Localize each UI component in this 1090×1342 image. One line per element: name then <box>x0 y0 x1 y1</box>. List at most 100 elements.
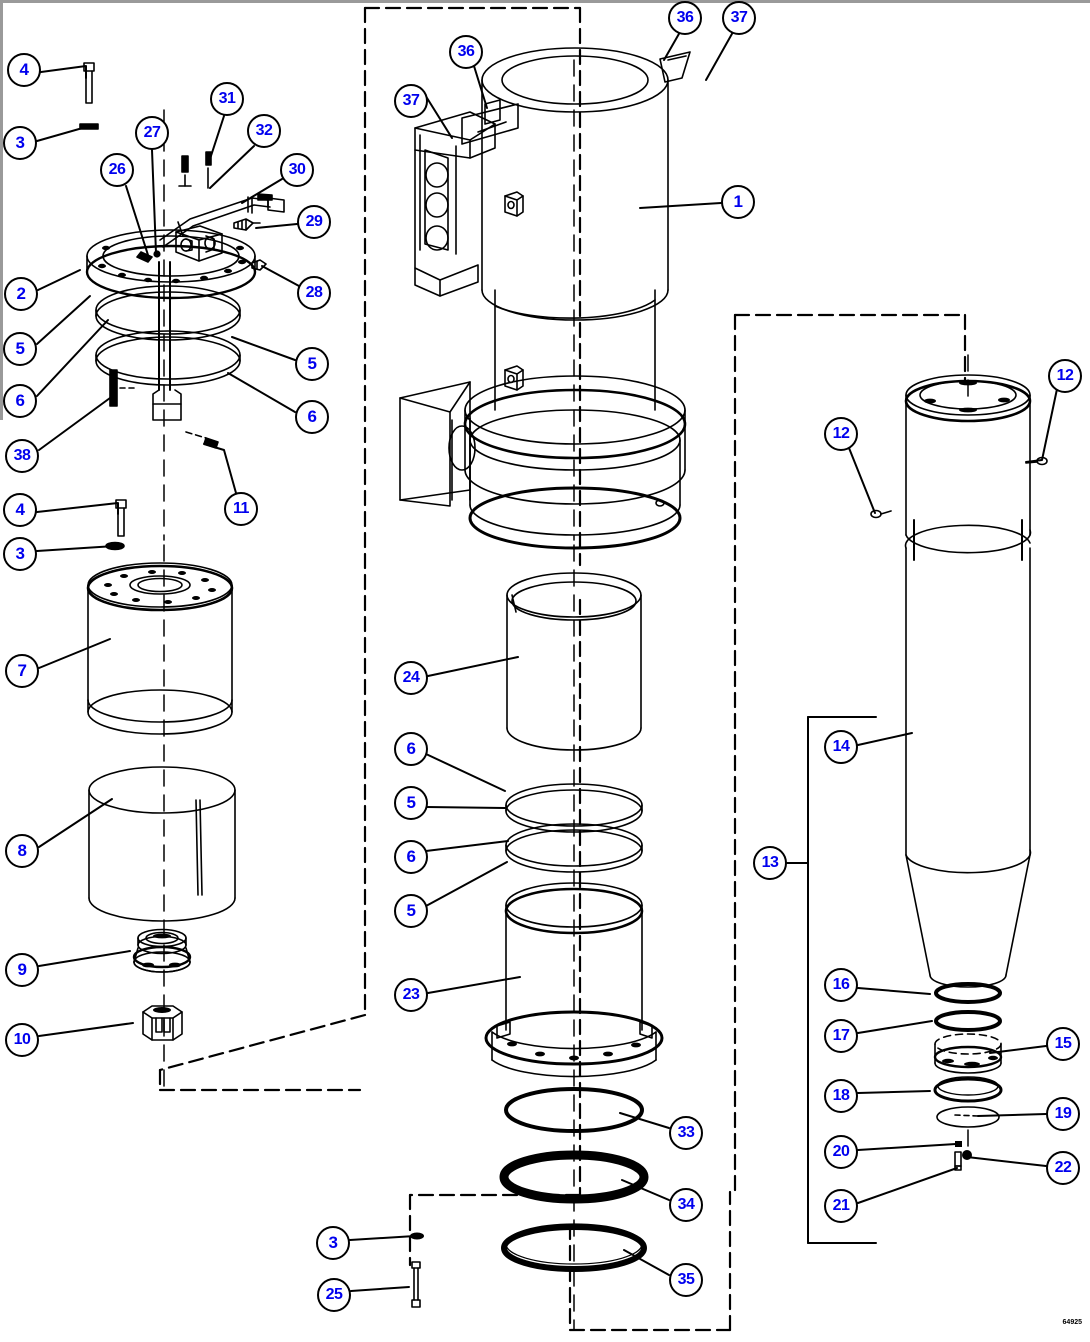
callout-6[interactable]: 6 <box>394 840 428 874</box>
callout-35[interactable]: 35 <box>669 1263 703 1297</box>
leader-5 <box>425 861 508 907</box>
part-12-plug-left <box>870 509 892 519</box>
leader-1 <box>639 202 722 209</box>
callout-24[interactable]: 24 <box>394 661 428 695</box>
leader-15 <box>989 1045 1047 1054</box>
leader-14 <box>857 732 913 746</box>
housing-base-flange <box>399 375 687 550</box>
callout-30[interactable]: 30 <box>280 153 314 187</box>
part-10-slotted-nut <box>142 1005 183 1041</box>
part-13-assembly-bracket <box>795 716 877 1244</box>
part-3-bottom-washer <box>410 1232 424 1240</box>
callout-10[interactable]: 10 <box>5 1023 39 1057</box>
callout-29[interactable]: 29 <box>297 205 331 239</box>
leader-32 <box>209 145 255 189</box>
callout-14[interactable]: 14 <box>824 730 858 764</box>
part-5-6-upper-rings <box>95 285 241 386</box>
leader-3 <box>36 126 87 142</box>
callout-15[interactable]: 15 <box>1046 1027 1080 1061</box>
callout-6[interactable]: 6 <box>3 384 37 418</box>
callout-2[interactable]: 2 <box>4 277 38 311</box>
callout-18[interactable]: 18 <box>824 1079 858 1113</box>
callout-12[interactable]: 12 <box>824 417 858 451</box>
callout-4[interactable]: 4 <box>7 53 41 87</box>
callout-21[interactable]: 21 <box>824 1189 858 1223</box>
callout-11[interactable]: 11 <box>224 492 258 526</box>
leader-29 <box>255 223 298 229</box>
callout-3[interactable]: 3 <box>3 126 37 160</box>
callout-1[interactable]: 1 <box>721 185 755 219</box>
part-23-lower-cylinder <box>484 882 664 1078</box>
leader-10 <box>38 1022 134 1037</box>
callout-17[interactable]: 17 <box>824 1019 858 1053</box>
part-35-oring <box>501 1223 647 1272</box>
callout-5[interactable]: 5 <box>394 894 428 928</box>
callout-13[interactable]: 13 <box>753 846 787 880</box>
callout-7[interactable]: 7 <box>5 654 39 688</box>
callout-37[interactable]: 37 <box>722 1 756 35</box>
part-19-retainer-plate <box>936 1106 1000 1128</box>
callout-26[interactable]: 26 <box>100 153 134 187</box>
callout-31[interactable]: 31 <box>210 82 244 116</box>
part-27-pin <box>153 250 161 258</box>
leader-23 <box>427 976 521 994</box>
callout-27[interactable]: 27 <box>135 116 169 150</box>
callout-25[interactable]: 25 <box>317 1278 351 1312</box>
callout-20[interactable]: 20 <box>824 1135 858 1169</box>
part-3-upper-washer <box>79 123 99 130</box>
callout-36[interactable]: 36 <box>449 35 483 69</box>
callout-6[interactable]: 6 <box>394 732 428 766</box>
callout-5[interactable]: 5 <box>295 347 329 381</box>
part-33-oring <box>504 1087 644 1133</box>
leader-5 <box>425 806 506 809</box>
leader-5 <box>36 295 91 345</box>
callout-3[interactable]: 3 <box>3 537 37 571</box>
part-26-dowel <box>136 251 153 263</box>
center-shaft-upper <box>152 261 182 421</box>
callout-28[interactable]: 28 <box>297 276 331 310</box>
callout-8[interactable]: 8 <box>5 834 39 868</box>
callout-37[interactable]: 37 <box>394 84 428 118</box>
callout-6[interactable]: 6 <box>295 400 329 434</box>
callout-34[interactable]: 34 <box>669 1188 703 1222</box>
leader-31 <box>208 115 225 163</box>
callout-22[interactable]: 22 <box>1046 1151 1080 1185</box>
leader-12 <box>848 447 876 514</box>
leader-11 <box>203 443 237 494</box>
leader-24 <box>427 656 519 677</box>
leader-6 <box>425 753 506 792</box>
leader-3 <box>36 545 116 552</box>
callout-12[interactable]: 12 <box>1048 359 1082 393</box>
leader-7 <box>38 638 111 669</box>
part-5-6-center-rings-lower <box>505 823 643 873</box>
callout-23[interactable]: 23 <box>394 978 428 1012</box>
housing-fitting-lower <box>504 365 524 391</box>
leader-22 <box>966 1156 1047 1167</box>
part-37-bracket-handle <box>414 103 519 297</box>
leader-20 <box>857 1143 957 1151</box>
part-34-oring <box>499 1150 649 1204</box>
callout-3[interactable]: 3 <box>316 1226 350 1260</box>
part-21-dowel-pin <box>954 1151 962 1171</box>
callout-16[interactable]: 16 <box>824 968 858 1002</box>
callout-32[interactable]: 32 <box>247 114 281 148</box>
leader-6 <box>36 319 109 397</box>
left-edge-border <box>0 0 3 420</box>
leader-8 <box>38 798 113 848</box>
leader-34 <box>621 1179 670 1201</box>
callout-5[interactable]: 5 <box>394 786 428 820</box>
part-36-lug-right <box>659 51 691 83</box>
leader-17 <box>857 1020 933 1034</box>
callout-33[interactable]: 33 <box>669 1116 703 1150</box>
leader-12 <box>1025 388 1058 463</box>
callout-9[interactable]: 9 <box>5 953 39 987</box>
leader-6 <box>425 840 509 852</box>
callout-36[interactable]: 36 <box>668 1 702 35</box>
callout-19[interactable]: 19 <box>1046 1097 1080 1131</box>
callout-38[interactable]: 38 <box>5 439 39 473</box>
part-17-backup-ring <box>934 1010 1002 1032</box>
leader-4 <box>40 65 87 79</box>
callout-4[interactable]: 4 <box>3 493 37 527</box>
callout-5[interactable]: 5 <box>3 332 37 366</box>
